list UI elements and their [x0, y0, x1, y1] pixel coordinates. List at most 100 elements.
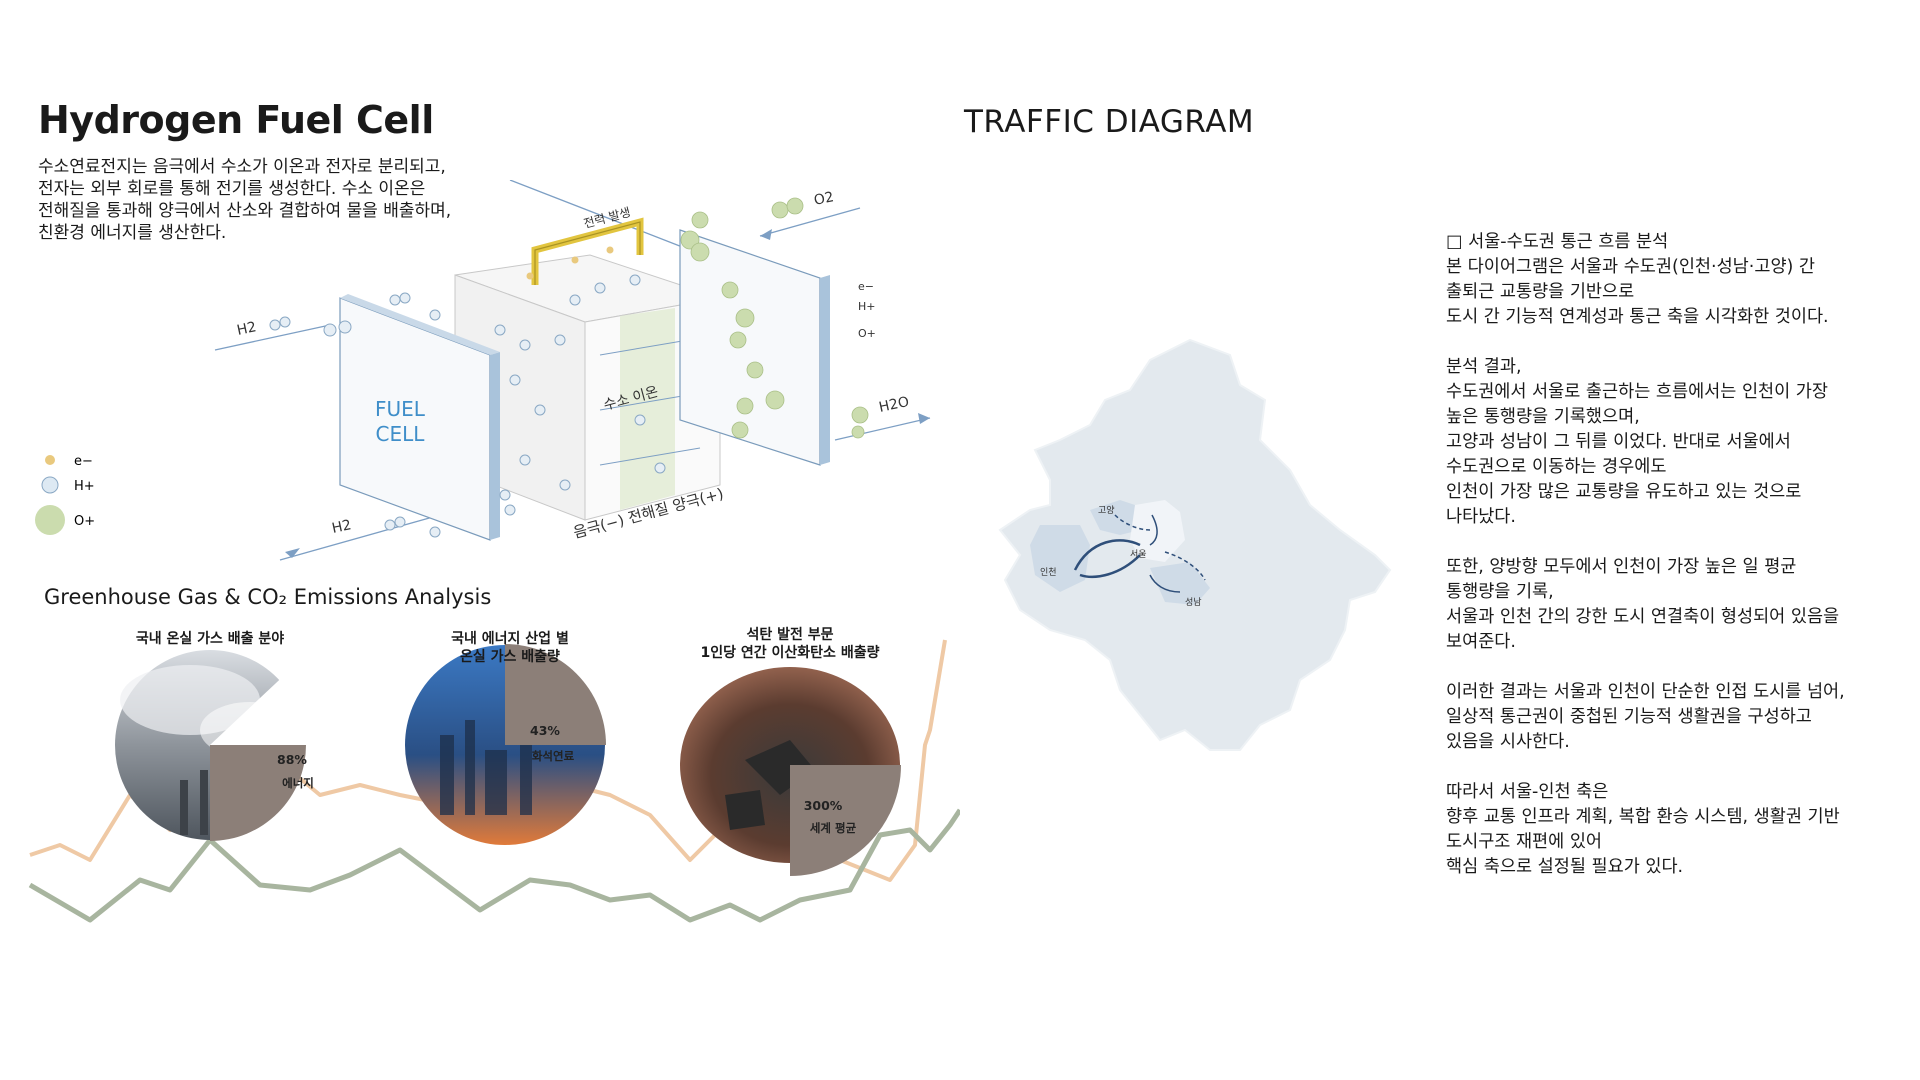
- pie-heading-line: 국내 에너지 산업 별: [451, 631, 569, 647]
- pie-fossil-fuel: [405, 644, 606, 845]
- flow-goyang-seoul: [1114, 514, 1151, 531]
- intro-line: 수소연료전지는 음극에서 수소가 이온과 전자로 분리되고,: [38, 157, 446, 177]
- analysis-line: 본 다이어그램은 서울과 수도권(인천·성남·고양) 간: [1446, 257, 1816, 277]
- side-e-label: e−: [858, 280, 874, 293]
- analysis-line: 향후 교통 인프라 계획, 복합 환승 시스템, 생활권 기반: [1446, 807, 1840, 827]
- pie-wedge-coal-power: [790, 765, 901, 876]
- analysis-line: 높은 통행량을 기록했으며,: [1446, 407, 1640, 427]
- pie-remainder-cutout: [210, 678, 307, 745]
- h2-out-arrow: [279, 514, 441, 561]
- flow-seoul-seongnam: [1164, 551, 1206, 581]
- trend-line-green: [28, 808, 960, 923]
- analysis-line: 따라서 서울-인천 축은: [1446, 782, 1609, 802]
- analysis-line: 보여준다.: [1446, 632, 1516, 652]
- pie-heading-line: 온실 가스 배출량: [460, 649, 560, 665]
- fuel-cell-diagram: FUEL CELL 전력 발생 H2 H2 O2: [35, 180, 931, 561]
- pie-heading-2: 국내 에너지 산업 별 온실 가스 배출량: [400, 630, 620, 666]
- power-circuit: [531, 217, 644, 285]
- pie-wedge-fossil-fuel: [505, 644, 606, 745]
- analysis-line: 도시구조 재편에 있어: [1446, 832, 1603, 852]
- o2-arrowhead: [760, 229, 772, 240]
- h2o-arrow: [834, 417, 931, 441]
- intro-line: 전해질을 통과해 양극에서 산소와 결합하여 물을 배출하며,: [38, 201, 452, 221]
- analysis-line: □ 서울-수도권 통근 흐름 분석: [1446, 232, 1669, 252]
- map-label-seoul: 서울: [1130, 549, 1147, 560]
- analysis-line: 서울과 인천 간의 강한 도시 연결축이 형성되어 있음을: [1446, 607, 1840, 627]
- h2-top-label: H2: [236, 319, 258, 339]
- flow-seongnam-seoul: [1149, 574, 1181, 593]
- metro-area: [998, 338, 1392, 751]
- h2o-arrowhead: [918, 413, 930, 424]
- legend-swatch-hydrogen: [41, 476, 59, 494]
- analysis-line: 수도권에서 서울로 출근하는 흐름에서는 인천이 가장: [1446, 382, 1829, 402]
- pie-heading-line: 1인당 연간 이산화탄소 배출량: [700, 645, 880, 661]
- h2-arrowhead: [285, 548, 300, 558]
- fuel-cell-intro: 수소연료전지는 음극에서 수소가 이온과 전자로 분리되고, 전자는 외부 회로…: [38, 156, 518, 244]
- analysis-line: 도시 간 기능적 연계성과 통근 축을 시각화한 것이다.: [1446, 307, 1829, 327]
- panel-label: FUEL: [375, 397, 426, 421]
- traffic-flows: [1073, 514, 1206, 593]
- flow-line: [509, 180, 691, 251]
- traffic-title: TRAFFIC DIAGRAM: [964, 104, 1255, 140]
- particle-legend: e− H+ O+: [35, 454, 95, 535]
- o2-arrow: [759, 207, 861, 237]
- analysis-line: 일상적 통근권이 중첩된 기능적 생활권을 구성하고: [1446, 707, 1812, 727]
- analysis-paragraph: 따라서 서울-인천 축은 향후 교통 인프라 계획, 복합 환승 시스템, 생활…: [1446, 780, 1916, 880]
- electrons: [526, 246, 614, 280]
- pie-value: 43%: [530, 723, 560, 738]
- panel-label: CELL: [376, 422, 426, 446]
- pie-value: 88%: [277, 752, 307, 767]
- legend-label: H+: [74, 479, 95, 494]
- pie-caption: 세계 평균: [810, 821, 857, 835]
- pie-wedge-energy: [210, 745, 306, 841]
- ion-channel: [620, 308, 675, 510]
- h2-bottom-label: H2: [331, 517, 353, 537]
- analysis-line: 분석 결과,: [1446, 357, 1522, 377]
- region-incheon: [1030, 525, 1090, 592]
- hydrogen-ions: [269, 274, 666, 538]
- pie-caption: 화석연료: [532, 749, 575, 763]
- flow-seoul-incheon: [1079, 554, 1141, 579]
- analysis-line: 나타났다.: [1446, 507, 1516, 527]
- region-seongnam: [1150, 562, 1210, 605]
- legend-swatch-oxygen: [35, 505, 65, 535]
- analysis-paragraph: 이러한 결과는 서울과 인천이 단순한 인접 도시를 넘어, 일상적 통근권이 …: [1446, 680, 1916, 755]
- map-label-seongnam: 성남: [1185, 597, 1202, 608]
- analysis-paragraph: □ 서울-수도권 통근 흐름 분석 본 다이어그램은 서울과 수도권(인천·성남…: [1446, 230, 1916, 330]
- flow-incheon-seoul: [1073, 539, 1141, 571]
- analysis-line: 출퇴근 교통량을 기반으로: [1446, 282, 1635, 302]
- analysis-line: 인천이 가장 많은 교통량을 유도하고 있는 것으로: [1446, 482, 1802, 502]
- intro-line: 친환경 에너지를 생산한다.: [38, 223, 227, 243]
- pie-value: 300%: [804, 798, 843, 813]
- traffic-analysis-text: □ 서울-수도권 통근 흐름 분석 본 다이어그램은 서울과 수도권(인천·성남…: [1446, 230, 1916, 905]
- o2-label: O2: [813, 189, 836, 209]
- h2-in-arrow: [214, 324, 331, 351]
- pie-heading-1: 국내 온실 가스 배출 분야: [100, 630, 320, 648]
- oxygen-ions: [680, 197, 869, 439]
- pie-coal-power: [680, 667, 901, 876]
- cathode-panel: [679, 229, 830, 466]
- analysis-line: 고양과 성남이 그 뒤를 이었다. 반대로 서울에서: [1446, 432, 1791, 452]
- analysis-line: 통행량을 기록,: [1446, 582, 1554, 602]
- pie-heading-line: 석탄 발전 부문: [746, 627, 834, 643]
- traffic-map: 고양 서울 인천 성남: [998, 338, 1392, 751]
- emissions-graphic: 88% 에너지 43% 화석연료 300% 세계 평균: [28, 639, 960, 923]
- legend-swatch-electron: [45, 455, 55, 465]
- side-o-label: O+: [858, 327, 876, 340]
- map-label-goyang: 고양: [1098, 505, 1115, 516]
- analysis-paragraph: 또한, 양방향 모두에서 인천이 가장 높은 일 평균 통행량을 기록, 서울과…: [1446, 555, 1916, 655]
- region-goyang: [1090, 500, 1140, 535]
- legend-label: e−: [74, 454, 93, 469]
- intro-line: 전자는 외부 회로를 통해 전기를 생성한다. 수소 이온은: [38, 179, 426, 199]
- analysis-line: 이러한 결과는 서울과 인천이 단순한 인접 도시를 넘어,: [1446, 682, 1845, 702]
- analysis-line: 있음을 시사한다.: [1446, 732, 1570, 752]
- flow-arrows: [214, 180, 931, 561]
- analysis-paragraph: 분석 결과, 수도권에서 서울로 출근하는 흐름에서는 인천이 가장 높은 통행…: [1446, 355, 1916, 530]
- side-h-label: H+: [858, 300, 876, 313]
- analysis-line: 핵심 축으로 설정될 필요가 있다.: [1446, 857, 1684, 877]
- emissions-title: Greenhouse Gas & CO₂ Emissions Analysis: [44, 585, 492, 609]
- pie-heading-3: 석탄 발전 부문 1인당 연간 이산화탄소 배출량: [660, 626, 920, 662]
- map-label-incheon: 인천: [1040, 567, 1057, 578]
- h2o-label: H2O: [878, 394, 911, 416]
- flow-seoul-goyang: [1149, 514, 1158, 546]
